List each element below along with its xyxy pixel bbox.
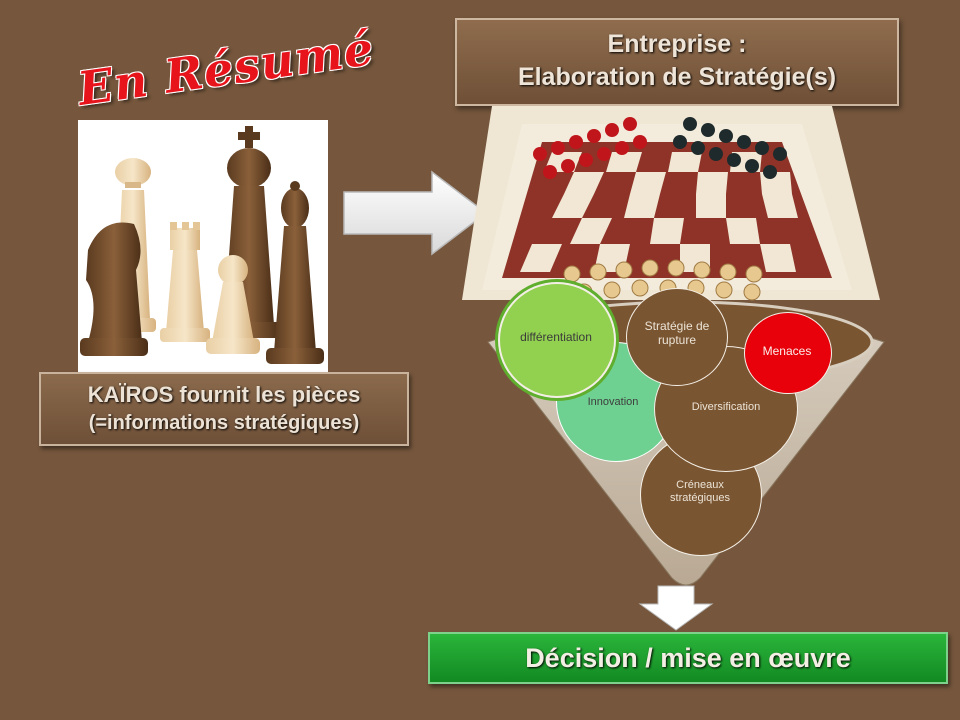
caption-line-2: (=informations stratégiques)	[88, 412, 360, 434]
down-arrow-icon	[638, 585, 714, 631]
label-differentiation: différentiation	[520, 330, 592, 345]
slide-title: En Résumé	[74, 8, 377, 116]
label-diversification: Diversification	[691, 400, 761, 413]
circle-menaces	[744, 312, 832, 394]
circle-rupture	[626, 288, 728, 386]
label-innovation: Innovation	[587, 395, 639, 408]
title-text: En Résumé	[74, 21, 378, 117]
circle-differentiation	[498, 282, 616, 398]
decision-text: Décision / mise en œuvre	[525, 643, 851, 673]
decision-box: Décision / mise en œuvre	[428, 632, 948, 684]
label-menaces: Menaces	[762, 344, 812, 359]
right-arrow-icon	[343, 170, 488, 256]
header-line-2: Elaboration de Stratégie(s)	[517, 63, 837, 91]
pieces-caption: KAÏROS fournit les pièces (=informations…	[39, 372, 409, 446]
chess-pieces-image	[78, 120, 328, 372]
label-creneaux: Créneaux stratégiques	[670, 479, 730, 504]
header-box: Entreprise : Elaboration de Stratégie(s)	[455, 18, 899, 106]
chess-pieces-icon	[80, 126, 324, 364]
three-player-chessboard-icon	[462, 106, 880, 301]
header-line-1: Entreprise :	[607, 30, 747, 58]
caption-line-1: KAÏROS fournit les pièces	[87, 382, 361, 407]
label-rupture: Stratégie de rupture	[644, 319, 710, 347]
strategy-funnel: Innovation Créneaux stratégiques Diversi…	[486, 282, 886, 612]
